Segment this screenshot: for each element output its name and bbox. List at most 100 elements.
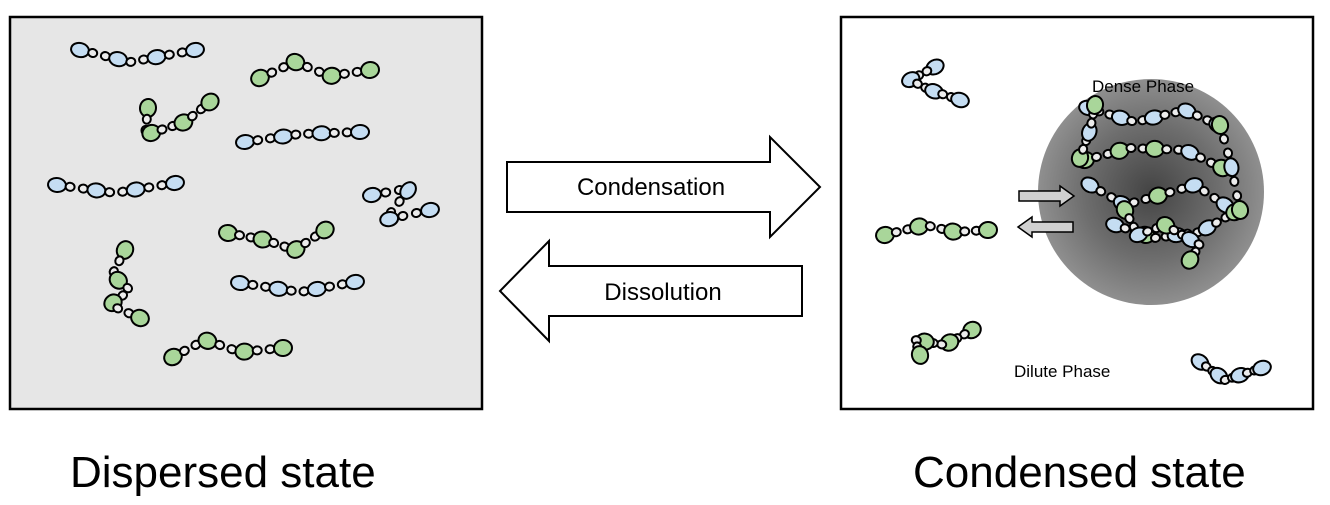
dissolution-arrow[interactable] bbox=[498, 238, 803, 344]
green-sticker-bead bbox=[200, 92, 220, 112]
white-linker-bead bbox=[1086, 117, 1097, 129]
white-linker-bead bbox=[214, 339, 226, 351]
white-linker-bead bbox=[890, 227, 902, 238]
blue-sticker-bead bbox=[311, 125, 332, 142]
white-linker-bead bbox=[301, 61, 313, 73]
white-linker-bead bbox=[87, 47, 99, 59]
blue-sticker-bead bbox=[950, 91, 970, 109]
chain-4 bbox=[235, 123, 370, 151]
chain-5 bbox=[47, 174, 185, 199]
dissolution-label: Dissolution bbox=[604, 279, 721, 306]
white-linker-bead bbox=[1229, 175, 1240, 187]
white-linker-bead bbox=[1195, 152, 1207, 163]
dense-chain-6 bbox=[1070, 95, 1105, 168]
green-sticker-bead bbox=[315, 220, 335, 240]
dense-chain-7 bbox=[1210, 115, 1250, 220]
chain-1 bbox=[70, 41, 205, 68]
chain-14 bbox=[1190, 353, 1272, 385]
white-linker-bead bbox=[324, 281, 335, 292]
white-linker-bead bbox=[1095, 186, 1107, 197]
white-linker-bead bbox=[1191, 110, 1203, 121]
white-linker-bead bbox=[1232, 190, 1243, 202]
blue-sticker-bead bbox=[345, 273, 365, 291]
green-sticker-bead bbox=[1210, 115, 1230, 135]
white-linker-bead bbox=[1159, 109, 1171, 120]
white-linker-bead bbox=[338, 68, 350, 79]
exchange-arrow-left bbox=[1016, 215, 1074, 239]
chain-6 bbox=[362, 181, 440, 228]
white-linker-bead bbox=[285, 285, 297, 296]
chain-2 bbox=[250, 52, 380, 88]
blue-sticker-bead bbox=[1183, 177, 1204, 194]
white-linker-bead bbox=[1161, 144, 1173, 155]
green-sticker-bead bbox=[978, 220, 998, 240]
green-sticker-bead bbox=[1230, 200, 1250, 220]
white-linker-bead bbox=[252, 135, 264, 146]
white-linker-bead bbox=[397, 210, 409, 222]
exchange-arrow-right bbox=[1018, 184, 1076, 208]
white-linker-bead bbox=[64, 181, 76, 192]
dense-chain-2 bbox=[1075, 139, 1232, 178]
blue-sticker-bead bbox=[420, 201, 440, 219]
white-linker-bead bbox=[394, 196, 405, 207]
green-sticker-bead bbox=[273, 338, 293, 358]
white-linker-bead bbox=[1091, 151, 1102, 162]
white-linker-bead bbox=[1150, 232, 1161, 243]
blue-sticker-bead bbox=[350, 123, 370, 141]
white-linker-bead bbox=[380, 187, 392, 198]
white-linker-bead bbox=[1222, 147, 1234, 159]
chain-11 bbox=[901, 58, 970, 109]
green-sticker-bead bbox=[234, 342, 255, 361]
green-sticker-bead bbox=[130, 308, 150, 328]
white-linker-bead bbox=[1198, 186, 1210, 197]
chain-9 bbox=[230, 273, 365, 298]
chain-8 bbox=[103, 240, 150, 328]
white-linker-bead bbox=[156, 124, 168, 135]
white-linker-bead bbox=[143, 182, 155, 193]
green-sticker-bead bbox=[1085, 95, 1105, 115]
green-sticker-bead bbox=[1180, 250, 1200, 270]
white-linker-bead bbox=[924, 221, 936, 232]
white-linker-bead bbox=[410, 207, 422, 219]
blue-sticker-bead bbox=[165, 174, 185, 192]
white-linker-bead bbox=[959, 226, 971, 237]
white-linker-bead bbox=[1218, 133, 1230, 145]
white-linker-bead bbox=[1125, 142, 1137, 154]
white-linker-bead bbox=[125, 56, 137, 67]
green-sticker-bead bbox=[910, 345, 930, 365]
white-linker-bead bbox=[266, 67, 278, 78]
chain-13 bbox=[910, 320, 982, 365]
white-linker-bead bbox=[300, 237, 311, 249]
white-linker-bead bbox=[1126, 115, 1138, 127]
white-linker-bead bbox=[251, 345, 263, 356]
polymer-chains bbox=[47, 41, 1272, 385]
condensation-label: Condensation bbox=[577, 174, 725, 201]
condensed-state-caption: Condensed state bbox=[913, 448, 1246, 497]
white-linker-bead bbox=[104, 187, 116, 198]
white-linker-bead bbox=[328, 127, 340, 138]
white-linker-bead bbox=[179, 345, 190, 357]
white-linker-bead bbox=[1164, 187, 1176, 198]
white-linker-bead bbox=[234, 230, 245, 241]
white-linker-bead bbox=[114, 255, 125, 267]
green-sticker-bead bbox=[360, 60, 380, 80]
white-linker-bead bbox=[1211, 217, 1222, 228]
white-linker-bead bbox=[163, 49, 175, 60]
chain-12 bbox=[875, 217, 998, 245]
white-linker-bead bbox=[1119, 223, 1131, 234]
white-linker-bead bbox=[268, 237, 280, 248]
white-linker-bead bbox=[141, 113, 152, 125]
chain-7 bbox=[218, 220, 335, 259]
dilute-phase-label: Dilute Phase bbox=[1014, 362, 1110, 381]
dense-chain-5 bbox=[1115, 200, 1205, 270]
white-linker-bead bbox=[187, 110, 198, 122]
chain-3 bbox=[138, 92, 220, 143]
condensation-arrow[interactable] bbox=[506, 134, 822, 240]
dispersed-state-caption: Dispersed state bbox=[70, 448, 376, 497]
blue-sticker-bead bbox=[185, 41, 205, 59]
chain-10 bbox=[163, 331, 293, 367]
dense-phase-label: Dense Phase bbox=[1092, 77, 1194, 96]
blue-sticker-bead bbox=[1252, 359, 1272, 377]
white-linker-bead bbox=[247, 279, 259, 290]
